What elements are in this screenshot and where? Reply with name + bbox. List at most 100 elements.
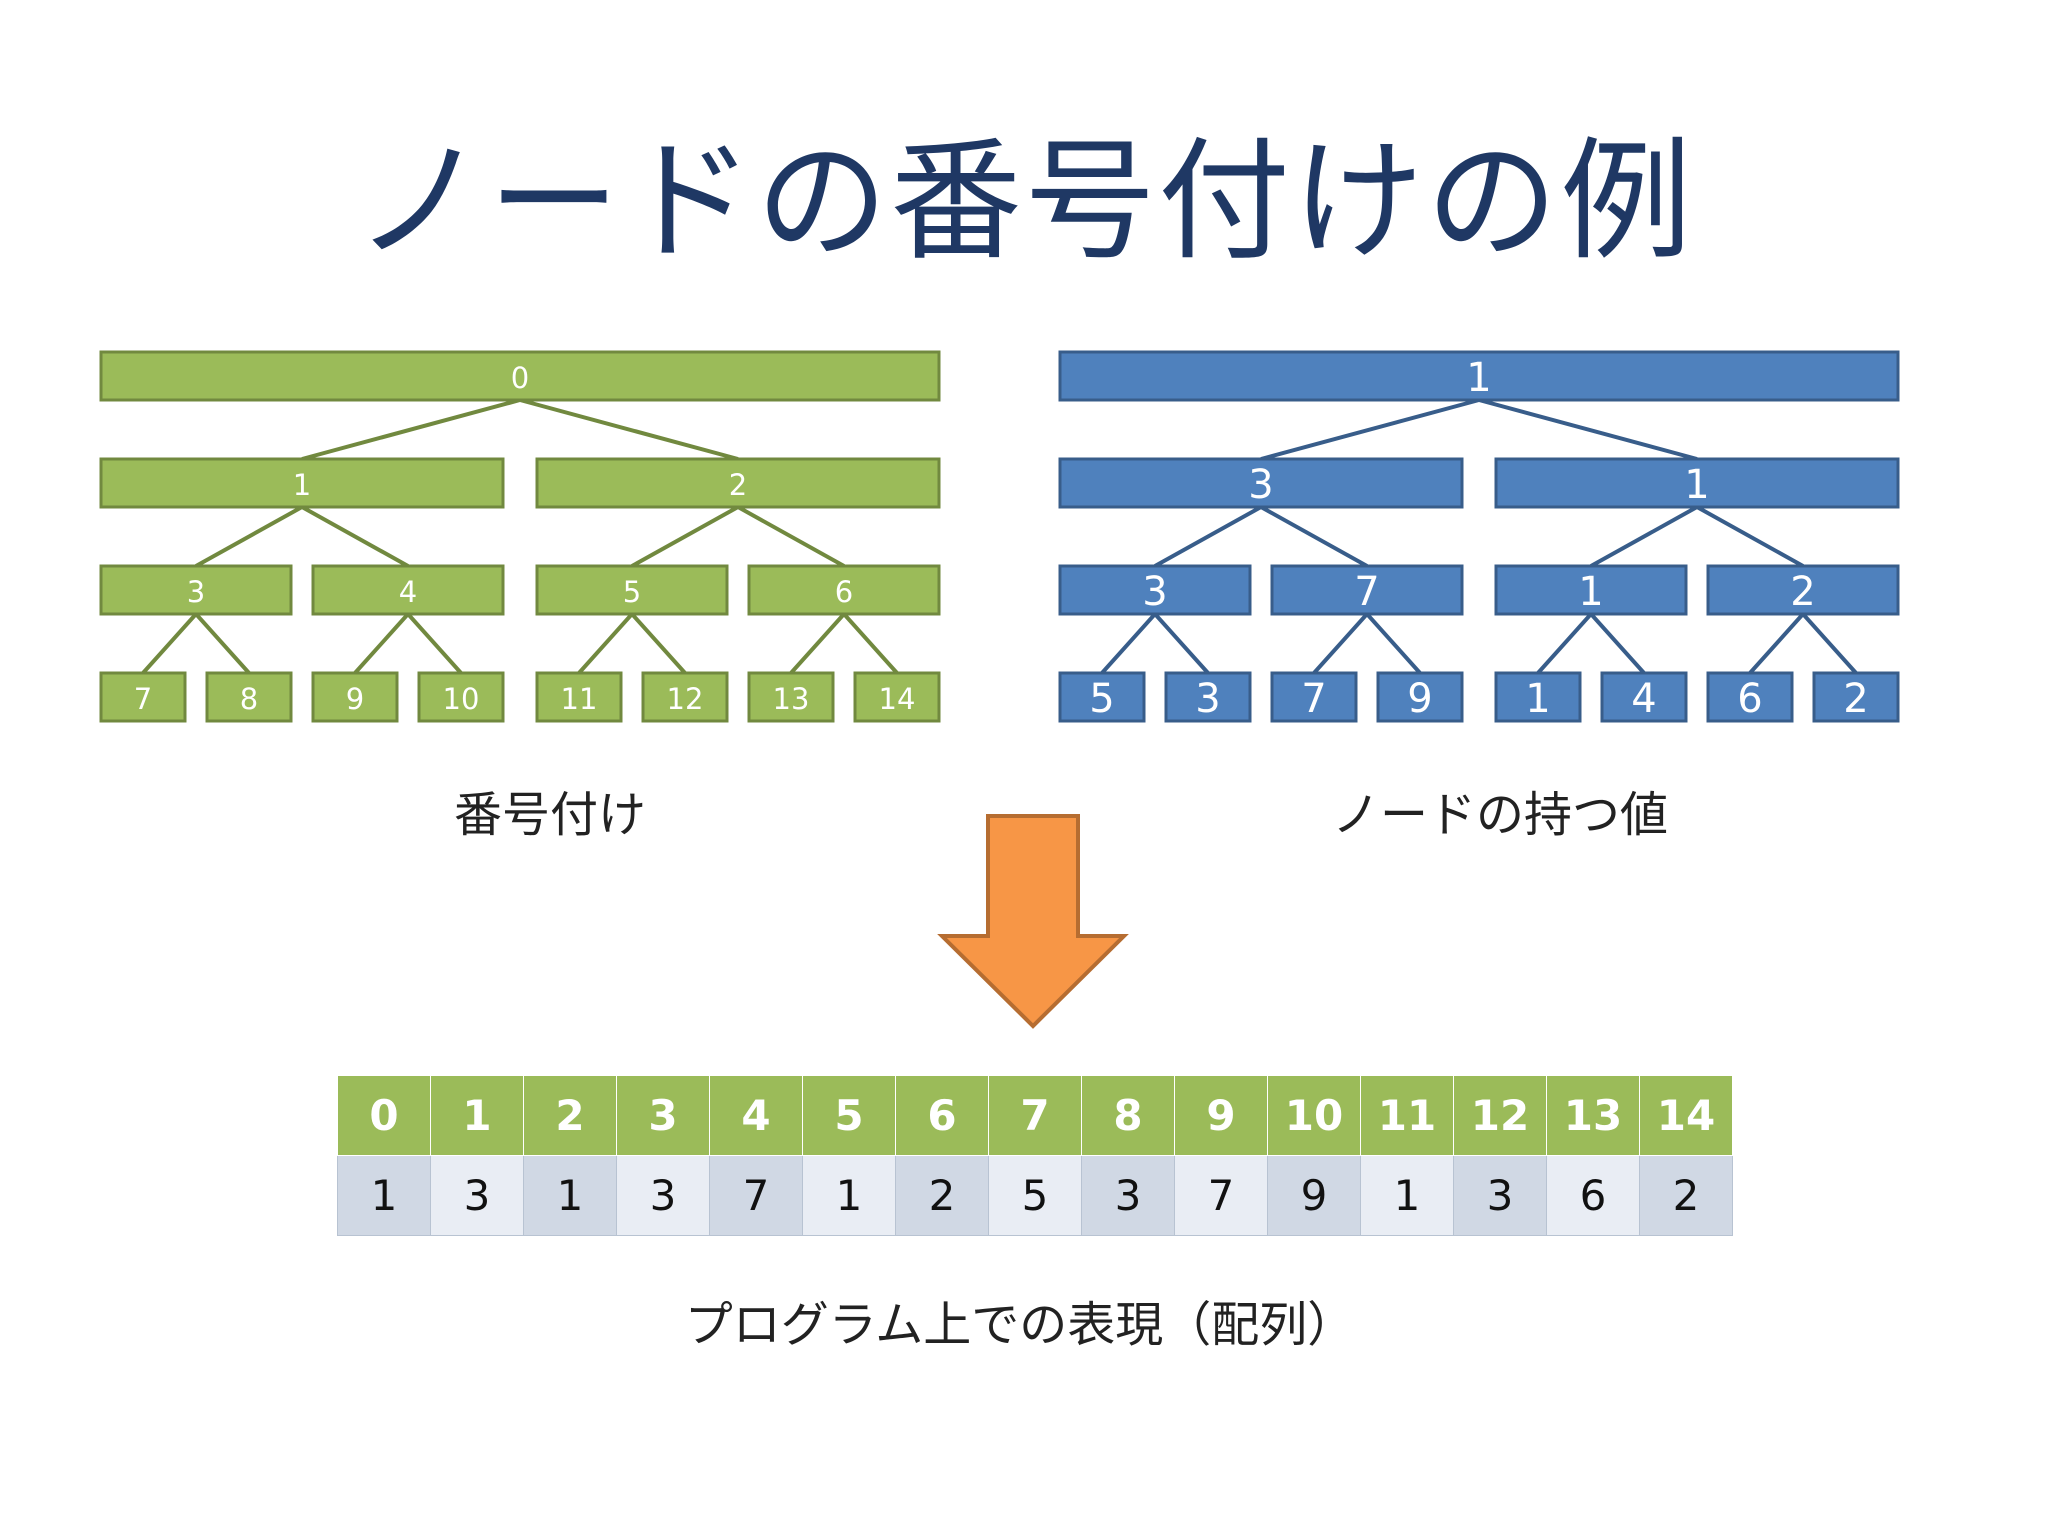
value-node	[1270, 564, 1464, 616]
array-value-cell: 9	[1267, 1155, 1361, 1236]
value-edge	[1536, 612, 1593, 675]
numbering-node-label: 2	[729, 468, 747, 502]
value-node-label: 7	[1301, 676, 1326, 722]
numbering-node	[641, 671, 729, 723]
numbering-node	[311, 564, 505, 616]
value-edge	[1589, 612, 1646, 675]
numbering-node-label: 6	[835, 575, 853, 609]
numbering-node-label: 14	[879, 682, 916, 716]
numbering-node	[99, 457, 505, 509]
value-node	[1164, 671, 1252, 723]
numbering-edge	[141, 612, 198, 675]
array-index-cell: 9	[1174, 1075, 1268, 1156]
numbering-node	[535, 457, 941, 509]
array-caption: プログラム上での表現（配列）	[684, 1297, 1356, 1353]
value-node-label: 3	[1248, 462, 1273, 508]
value-node-label: 3	[1195, 676, 1220, 722]
left-tree-caption: 番号付け	[453, 787, 646, 843]
array-value-cell: 2	[895, 1155, 989, 1236]
numbering-edge	[630, 612, 687, 675]
value-node-label: 1	[1684, 462, 1709, 508]
value-edge	[1312, 612, 1369, 675]
numbering-node-label: 7	[134, 682, 152, 716]
numbering-edge	[194, 612, 251, 675]
numbering-node-label: 5	[623, 575, 641, 609]
array-index-cell: 10	[1267, 1075, 1361, 1156]
value-node-label: 7	[1354, 569, 1379, 615]
numbering-edge	[301, 505, 409, 568]
numbering-node	[535, 671, 623, 723]
numbering-edge	[577, 612, 634, 675]
numbering-node-label: 4	[399, 575, 417, 609]
value-edge	[1478, 398, 1698, 461]
numbering-edge	[353, 612, 410, 675]
value-node	[1600, 671, 1688, 723]
down-arrow-icon	[937, 814, 1129, 1029]
array-value-cell: 7	[1174, 1155, 1268, 1236]
array-index-cell: 6	[895, 1075, 989, 1156]
array-index-cell: 13	[1546, 1075, 1640, 1156]
value-edge	[1696, 505, 1804, 568]
numbering-node	[747, 564, 941, 616]
array-index-cell: 12	[1453, 1075, 1547, 1156]
numbering-node-label: 0	[511, 361, 529, 395]
value-node-label: 1	[1525, 676, 1550, 722]
value-node	[1058, 671, 1146, 723]
value-node-label: 2	[1790, 569, 1815, 615]
numbering-edge	[519, 398, 739, 461]
array-value-cell: 2	[1639, 1155, 1733, 1236]
array-value-cell: 5	[988, 1155, 1082, 1236]
value-node	[1376, 671, 1464, 723]
array-value-cell: 3	[430, 1155, 524, 1236]
value-node-label: 6	[1737, 676, 1762, 722]
numbering-node	[99, 564, 293, 616]
numbering-node-label: 9	[346, 682, 364, 716]
numbering-edge	[406, 612, 463, 675]
array-value-cell: 3	[1081, 1155, 1175, 1236]
array-value-cell: 7	[709, 1155, 803, 1236]
value-edge	[1748, 612, 1805, 675]
value-edge	[1260, 398, 1480, 461]
value-edge	[1153, 612, 1210, 675]
numbering-node	[99, 350, 941, 402]
array-index-cell: 4	[709, 1075, 803, 1156]
value-edge	[1365, 612, 1422, 675]
value-node	[1494, 564, 1688, 616]
array-index-cell: 7	[988, 1075, 1082, 1156]
value-node-label: 1	[1466, 355, 1491, 401]
numbering-node-label: 1	[293, 468, 311, 502]
value-node-label: 9	[1407, 676, 1432, 722]
value-node	[1494, 671, 1582, 723]
array-value-cell: 3	[616, 1155, 710, 1236]
numbering-node	[535, 564, 729, 616]
numbering-node-label: 12	[667, 682, 704, 716]
value-node	[1812, 671, 1900, 723]
numbering-node	[311, 671, 399, 723]
array-index-cell: 8	[1081, 1075, 1175, 1156]
numbering-node	[853, 671, 941, 723]
value-node	[1494, 457, 1900, 509]
value-node-label: 2	[1843, 676, 1868, 722]
value-node	[1058, 350, 1900, 402]
array-index-cell: 5	[802, 1075, 896, 1156]
numbering-edge	[737, 505, 845, 568]
array-value-cell: 1	[802, 1155, 896, 1236]
numbering-node	[747, 671, 835, 723]
numbering-node	[205, 671, 293, 723]
value-edge	[1100, 612, 1157, 675]
value-node	[1058, 457, 1464, 509]
slide-title: ノードの番号付けの例	[354, 125, 1694, 279]
array-index-cell: 2	[523, 1075, 617, 1156]
value-edge	[1590, 505, 1698, 568]
numbering-node-label: 11	[561, 682, 598, 716]
array-value-cell: 1	[337, 1155, 431, 1236]
value-edge	[1154, 505, 1262, 568]
numbering-edge	[195, 505, 303, 568]
value-node	[1706, 564, 1900, 616]
